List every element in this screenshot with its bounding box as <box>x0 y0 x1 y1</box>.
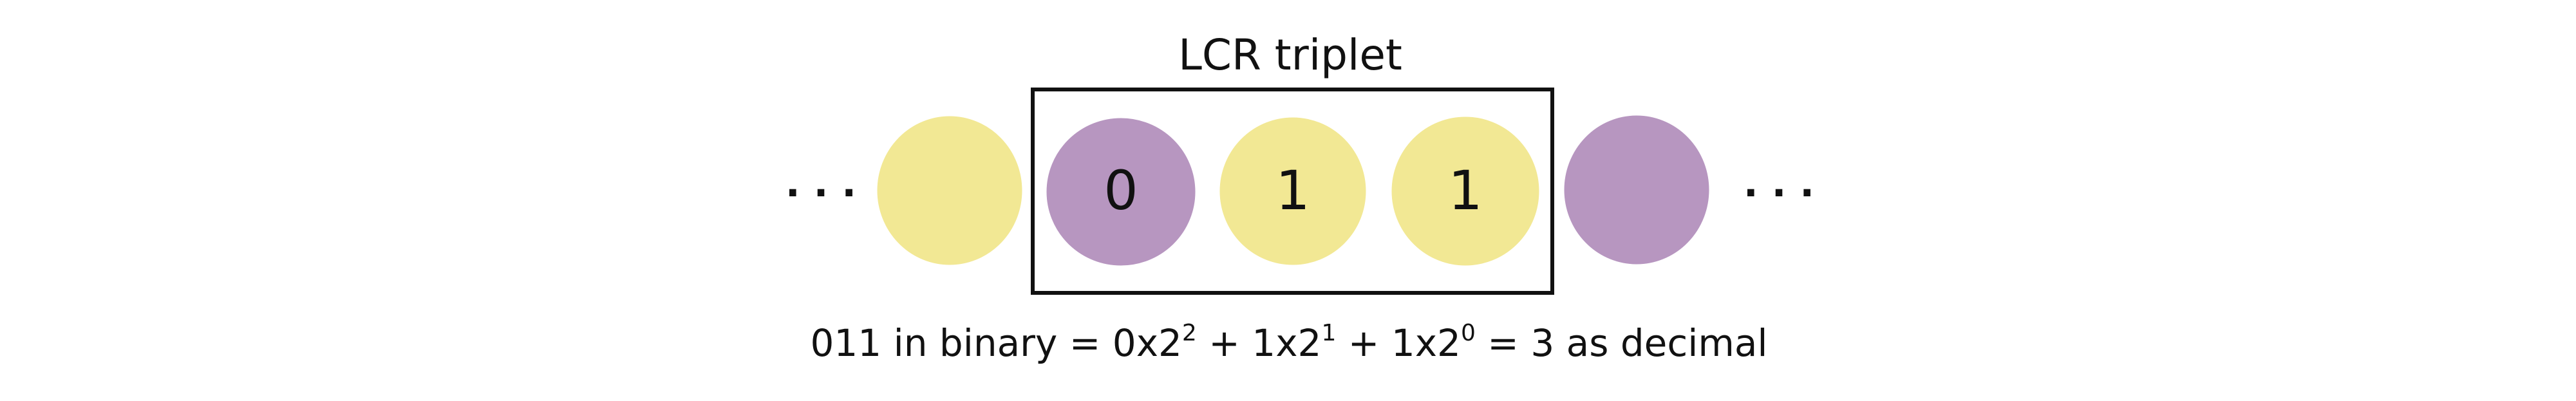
equation-term: + 1x2 <box>1197 321 1322 365</box>
ellipsis-right: . . . <box>1744 161 1814 206</box>
equation-suffix: = 3 as decimal <box>1476 321 1768 365</box>
equation-prefix: 011 in binary = 0x2 <box>810 321 1181 365</box>
cell-label: 1 <box>1275 159 1310 222</box>
cell-row <box>877 115 1709 266</box>
diagram-title: LCR triplet <box>1178 30 1402 80</box>
triplet-box <box>1031 88 1554 295</box>
cell-circle <box>1564 115 1709 265</box>
cell-circle <box>1219 117 1366 265</box>
cell-circle <box>1391 117 1539 266</box>
ellipsis-left: . . . <box>785 161 856 206</box>
cell-label: 0 <box>1104 159 1138 222</box>
equation-exponent: 2 <box>1182 320 1197 346</box>
binary-equation: 011 in binary = 0x22 + 1x21 + 1x20 = 3 a… <box>810 320 1767 365</box>
equation-term: + 1x2 <box>1336 321 1461 365</box>
cell-circle <box>877 116 1022 265</box>
cell-label: 1 <box>1448 159 1482 222</box>
equation-exponent: 0 <box>1461 320 1476 346</box>
cell-circle <box>1046 118 1196 266</box>
equation-exponent: 1 <box>1321 320 1336 346</box>
